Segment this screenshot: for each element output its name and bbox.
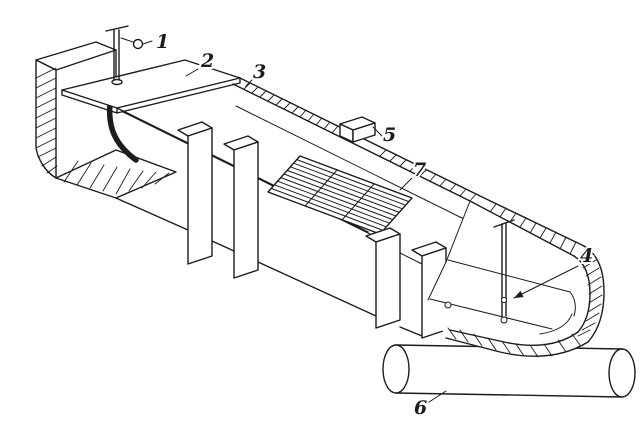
bottom-edge-a [115,197,189,231]
leader-line-1 [142,40,153,45]
floor-cut-hatching [63,160,170,195]
gauge-rod-handle [493,219,515,228]
outlet-floor-left-edge [427,261,447,301]
right-support-walls [365,227,447,339]
outlet-floor-back-edge [447,259,571,293]
pipe-bottom-edge [395,392,623,398]
rod-handle-bar [105,25,129,32]
grate-bars [270,159,410,231]
knob-stem [120,37,134,43]
leader-line-7 [399,177,413,191]
cover-plate [61,59,241,114]
outlet-left-cut-edge [445,200,471,263]
outlet-bottom-hatching [447,327,581,358]
callout-4: 4 [580,245,593,267]
leader-line-3 [245,79,253,87]
rod-collar [111,78,123,86]
rim-hatching-right [379,149,477,202]
leader-line-5 [372,126,383,137]
callouts: 1 2 3 4 5 6 7 [142,29,595,421]
leader-line-4 [513,265,579,299]
bottom-edge-d [399,326,423,337]
rim-hatching-left [243,82,339,134]
grate [267,155,413,235]
outlet-floor-right-curve [569,291,576,317]
callout-5: 5 [383,124,396,146]
floor-bolt [444,301,452,309]
block-side-face [352,122,376,143]
pipe-left-cap [382,344,410,394]
back-wall-base-edge [235,105,471,223]
left-end-section [35,41,177,199]
callout-1: 1 [156,31,169,53]
pipe-right-cap [608,348,636,398]
left-wall-hatching [35,67,58,174]
rim-block [339,116,376,143]
outlet-rim-inner [469,200,575,257]
outlet-opening-curve [539,313,573,335]
support3-front-face [375,233,401,329]
outlet-silhouette [428,195,604,358]
leader-arrowhead-4 [514,290,524,298]
callout-3: 3 [253,61,266,83]
mid-support-walls [177,121,259,279]
bottom-edge-b [211,240,235,252]
leader-line-2 [185,68,199,77]
support1-front-face [187,127,213,265]
outlet-bottom-outer-edge [445,337,589,357]
outlet-rim-outer [477,194,585,247]
leader-line-6 [425,390,447,405]
rod-bolt-lower [500,316,508,324]
pipe-body-fill [396,345,622,397]
outlet-bottom-inner-edge [449,329,579,347]
rod-bolt-upper [501,297,507,303]
outlet-right-hatching [577,251,603,337]
callout-7: 7 [413,159,426,181]
callout-6: 6 [414,397,427,419]
support2-front-face [233,141,259,279]
outlet-rim-hatching [489,203,577,255]
outlet-pipe [382,344,636,398]
outlet-right-inner-edge [573,255,591,333]
plate-thickness-edges [61,77,241,114]
floor-cut-wedge [55,149,177,199]
back-rim-inner-edge [232,83,471,202]
front-rim-gap-segment [399,252,423,265]
callout-2: 2 [200,50,214,72]
outlet-section [427,194,605,358]
left-wall-cut-face [35,59,57,179]
bottom-edge-c [257,261,377,317]
gauge-rod [444,219,515,324]
valve-knob [132,38,144,50]
outlet-right-outer-edge [583,245,605,343]
